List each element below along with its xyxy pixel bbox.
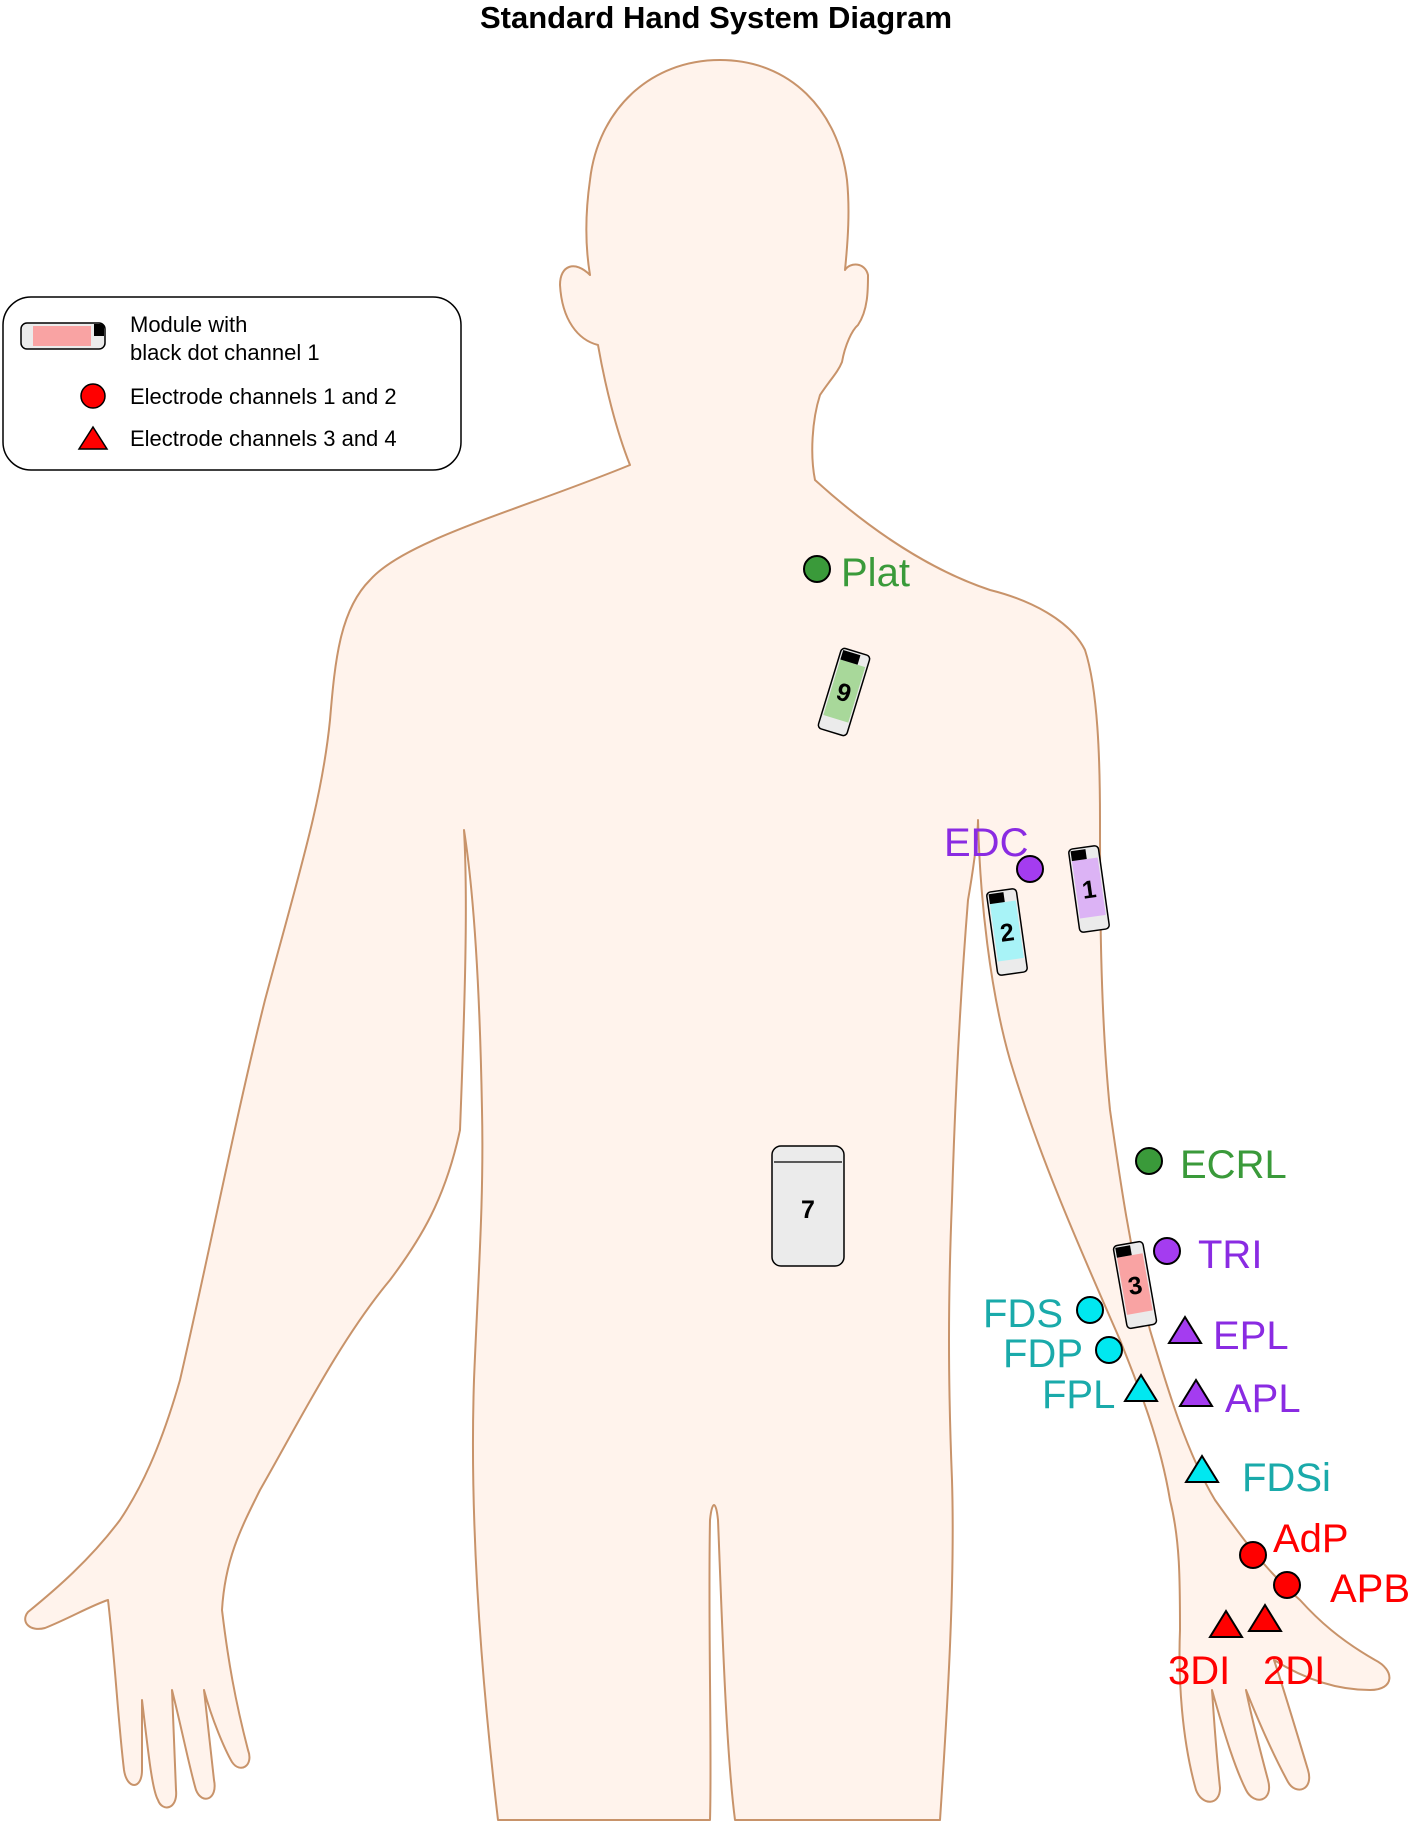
module-3-label: 3	[1126, 1271, 1145, 1301]
module-1: 1	[1068, 845, 1110, 933]
module-3: 3	[1112, 1240, 1158, 1330]
electrode-adp: AdP	[1239, 1517, 1349, 1569]
epl-label: EPL	[1213, 1314, 1289, 1358]
electrode-epl: EPL	[1167, 1314, 1289, 1358]
fdsi-electrode-marker	[1184, 1454, 1220, 1483]
2di-label: 2DI	[1263, 1649, 1325, 1693]
electrode-fds: FDS	[983, 1292, 1104, 1336]
legend-module-line1: Module with	[130, 312, 247, 337]
electrode-apb: APB	[1273, 1567, 1410, 1611]
module-9: 9	[817, 647, 871, 737]
legend-triangle-icon	[77, 425, 109, 450]
diagram-title: Standard Hand System Diagram	[480, 0, 952, 35]
adp-label: AdP	[1273, 1517, 1349, 1561]
apb-electrode-marker	[1273, 1571, 1301, 1599]
electrode-apl: APL	[1178, 1377, 1301, 1421]
apl-electrode-marker	[1178, 1378, 1214, 1407]
plat-electrode-marker	[803, 555, 831, 583]
legend: Module with black dot channel 1 Electrod…	[2, 296, 462, 471]
fpl-electrode-marker	[1123, 1373, 1159, 1402]
edc-electrode-marker	[1016, 855, 1044, 883]
legend-circle-text: Electrode channels 1 and 2	[130, 384, 397, 409]
epl-electrode-marker	[1167, 1315, 1203, 1344]
fdp-electrode-marker	[1095, 1336, 1123, 1364]
apb-label: APB	[1330, 1567, 1410, 1611]
plat-label: Plat	[841, 551, 910, 595]
legend-module-line2: black dot channel 1	[130, 340, 320, 365]
module-2: 2	[986, 888, 1028, 976]
legend-circle-icon	[80, 383, 106, 409]
2di-electrode-marker	[1247, 1603, 1283, 1632]
legend-box	[2, 296, 462, 471]
fds-electrode-marker	[1076, 1296, 1104, 1324]
fpl-label: FPL	[1042, 1373, 1115, 1417]
electrode-2di: 2DI	[1247, 1603, 1325, 1693]
tri-label: TRI	[1198, 1233, 1262, 1277]
fds-label: FDS	[983, 1292, 1063, 1336]
electrode-fdsi: FDSi	[1184, 1454, 1331, 1500]
electrode-fpl: FPL	[1042, 1373, 1159, 1417]
module-2-label: 2	[998, 918, 1016, 948]
fdp-label: FDP	[1003, 1332, 1083, 1376]
3di-label: 3DI	[1168, 1649, 1230, 1693]
electrode-3di: 3DI	[1168, 1609, 1244, 1693]
legend-triangle-text: Electrode channels 3 and 4	[130, 426, 397, 451]
electrode-tri: TRI	[1153, 1233, 1262, 1277]
electrode-fdp: FDP	[1003, 1332, 1123, 1376]
edc-label: EDC	[944, 821, 1028, 865]
adp-electrode-marker	[1239, 1541, 1267, 1569]
module-7: 7	[771, 1145, 845, 1267]
apl-label: APL	[1225, 1377, 1301, 1421]
electrode-edc: EDC	[944, 821, 1044, 883]
3di-electrode-marker	[1208, 1609, 1244, 1638]
module-1-label: 1	[1080, 875, 1098, 905]
legend-module-icon	[20, 322, 106, 350]
ecrl-label: ECRL	[1180, 1143, 1287, 1187]
tri-electrode-marker	[1153, 1237, 1181, 1265]
electrode-plat: Plat	[803, 551, 910, 595]
fdsi-label: FDSi	[1242, 1456, 1331, 1500]
electrode-ecrl: ECRL	[1135, 1143, 1287, 1187]
ecrl-electrode-marker	[1135, 1147, 1163, 1175]
module-7-label: 7	[801, 1196, 815, 1224]
